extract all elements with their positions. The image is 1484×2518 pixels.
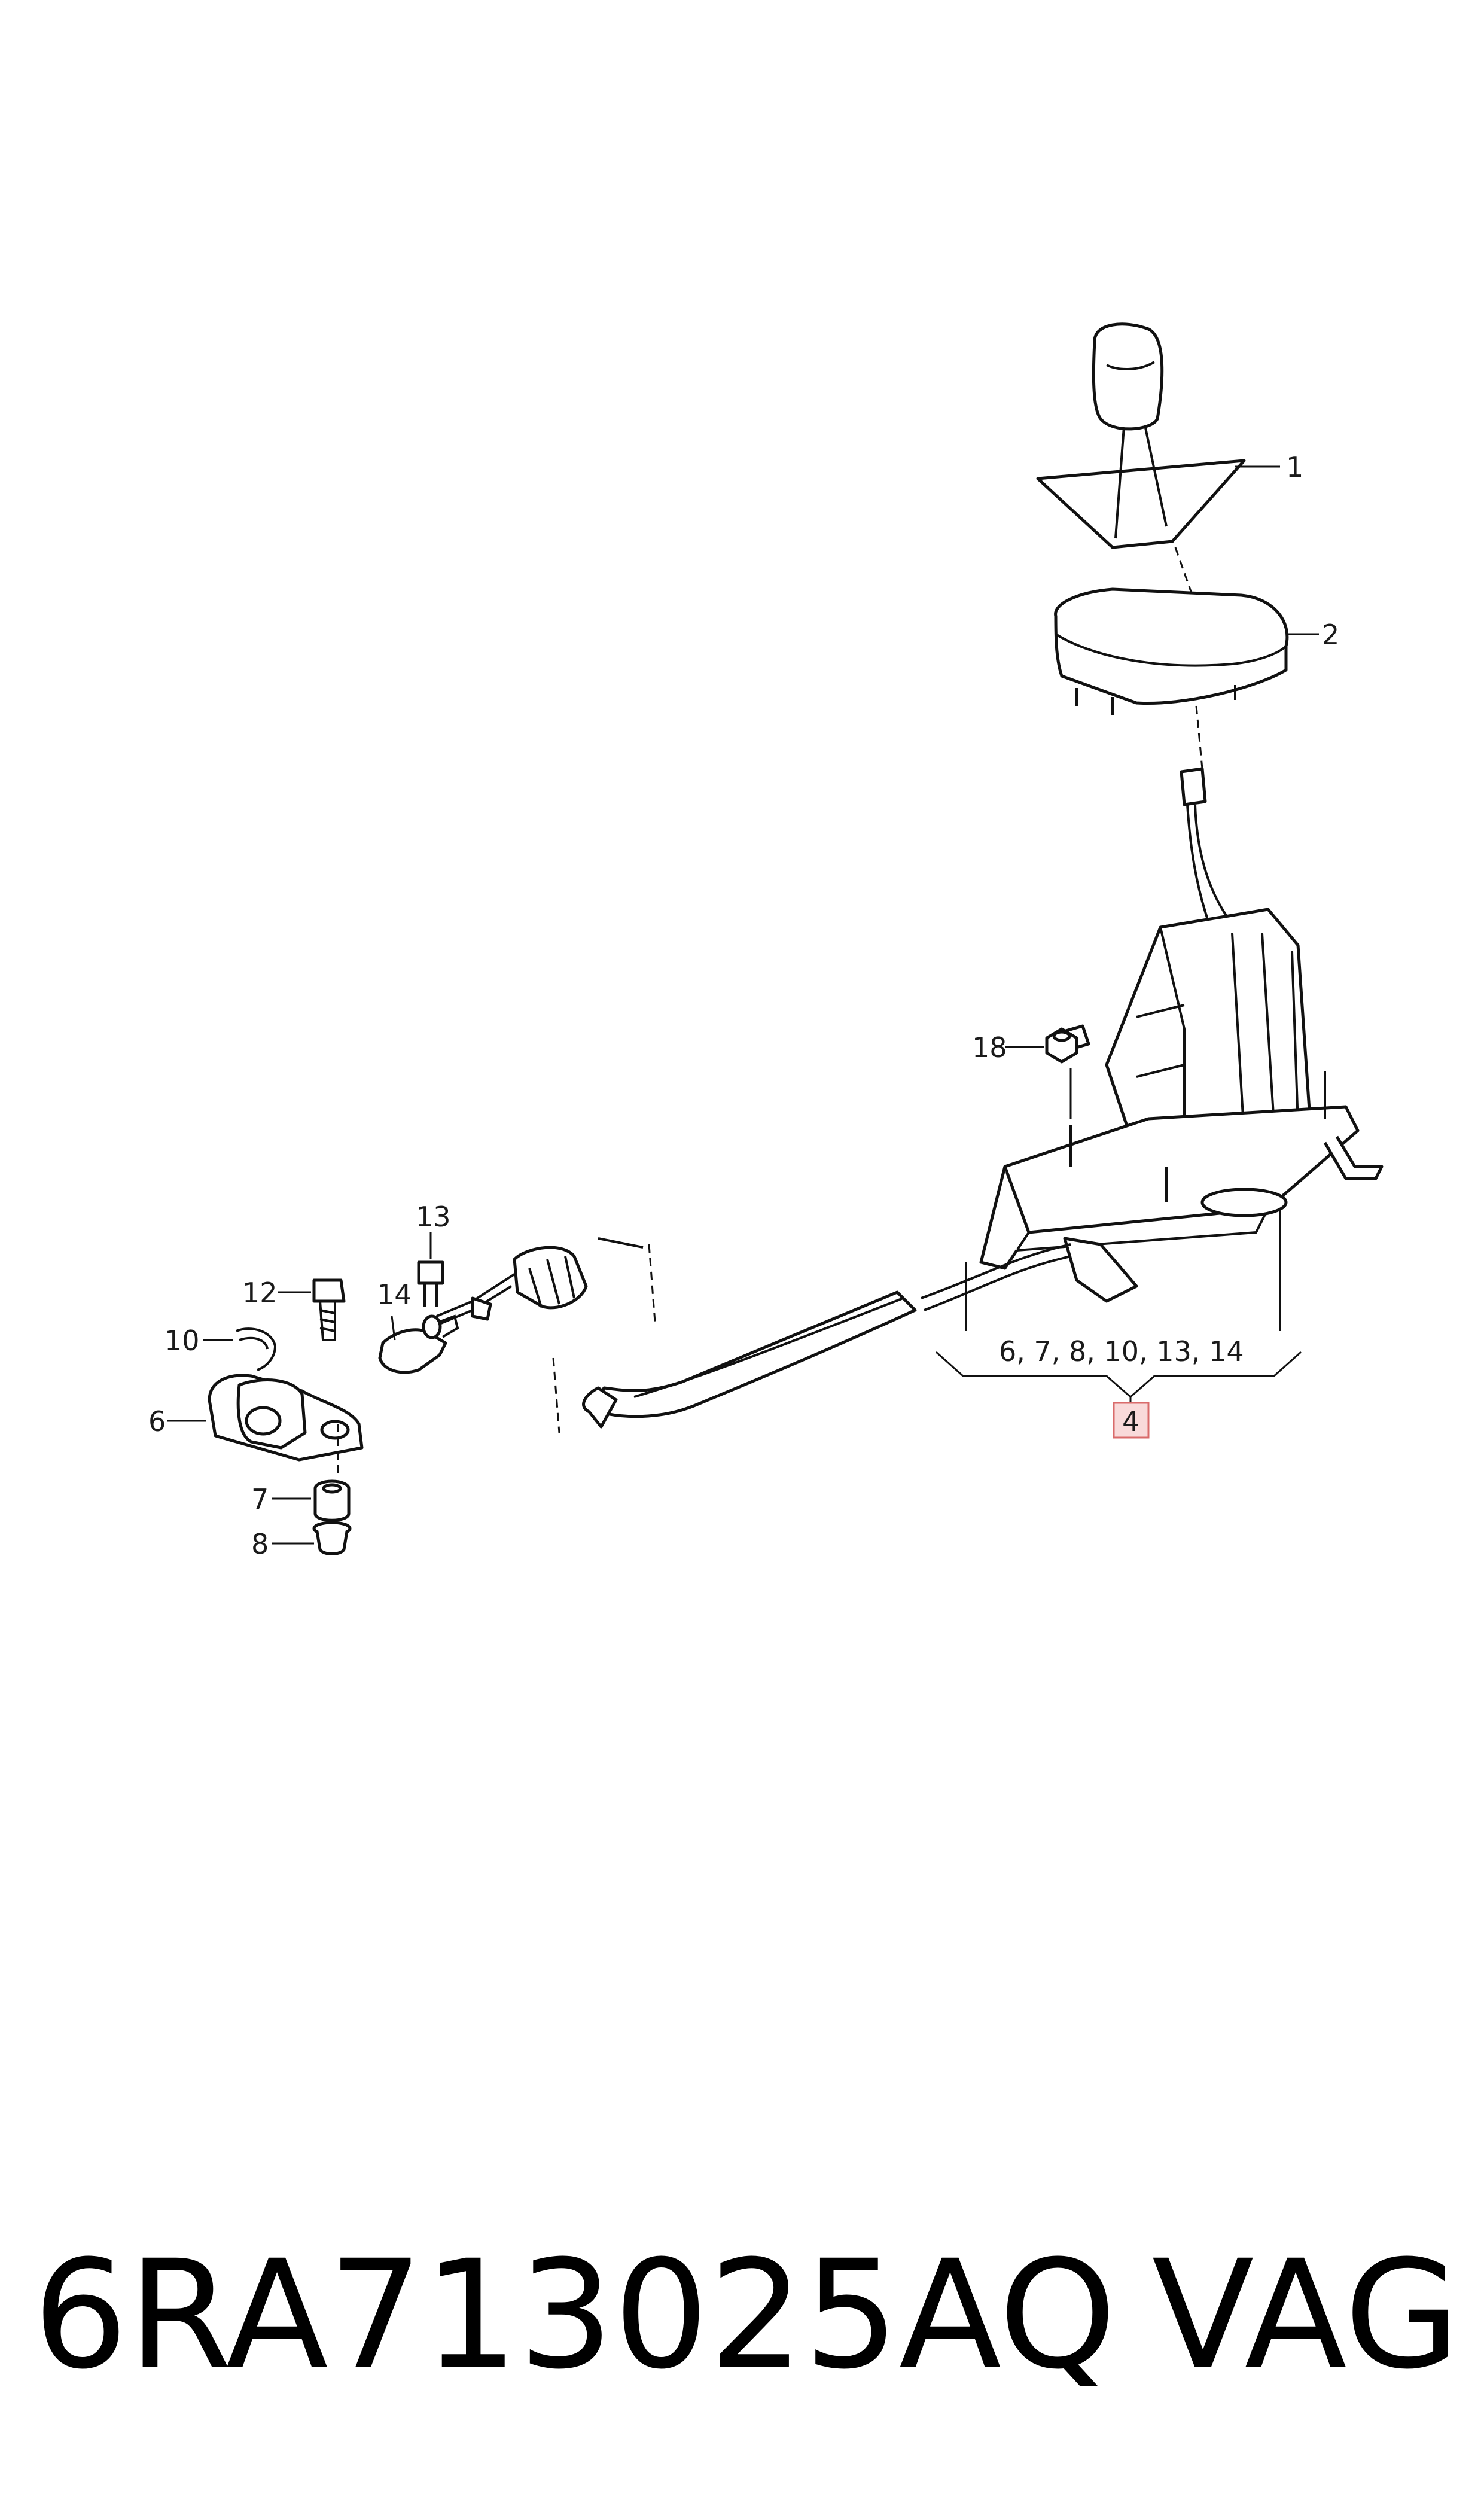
gear-knob-boot xyxy=(1036,322,1246,599)
selector-housing xyxy=(979,767,1384,1303)
grommet-8 xyxy=(272,1521,352,1555)
callout-18: 18 xyxy=(972,1031,1007,1064)
nut-18 xyxy=(1005,1027,1078,1119)
callout-1: 1 xyxy=(1286,451,1303,483)
callout-7: 7 xyxy=(251,1483,269,1515)
assembly-group-bracket xyxy=(936,1208,1302,1403)
bolt-13 xyxy=(417,1232,444,1307)
callout-10: 10 xyxy=(164,1325,200,1357)
bracket-6 xyxy=(167,1374,364,1478)
callout-12: 12 xyxy=(242,1277,278,1309)
shift-cable xyxy=(436,1237,1071,1433)
brand-name: VAG xyxy=(1151,2228,1460,2402)
footer: 6RA713025AQ VAG xyxy=(0,2225,1484,2405)
callout-8: 8 xyxy=(251,1528,269,1560)
part-number: 6RA713025AQ xyxy=(33,2228,1117,2402)
bush-7 xyxy=(272,1479,351,1522)
callout-6: 6 xyxy=(148,1405,166,1438)
cable-end xyxy=(378,1314,459,1374)
assembly-number-box xyxy=(1113,1402,1150,1439)
cover-trim xyxy=(1054,587,1289,769)
callout-13: 13 xyxy=(416,1201,451,1233)
bolt-12 xyxy=(278,1278,346,1341)
clip-10 xyxy=(203,1327,277,1371)
assembly-group-label: 6, 7, 8, 10, 13, 14 xyxy=(999,1335,1244,1368)
leader-14 xyxy=(391,1316,396,1341)
callout-2: 2 xyxy=(1322,619,1339,651)
assembly-number: 4 xyxy=(1122,1405,1139,1438)
callout-14: 14 xyxy=(377,1278,412,1311)
